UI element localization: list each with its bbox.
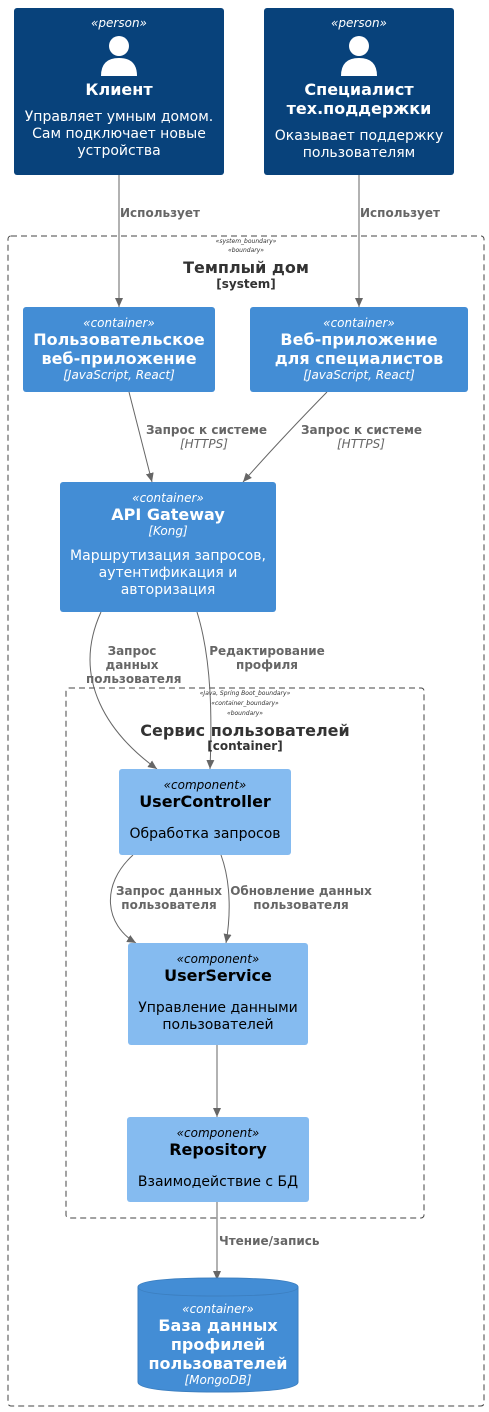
edge-label-specapp-request: Запрос к системе: [301, 423, 423, 437]
system-boundary-tag-2: «boundary»: [228, 247, 264, 254]
edge-label-gateway-edit: Редактирование профиля: [209, 644, 325, 672]
person-support[interactable]: «person» Специалист тех.поддержки Оказыв…: [264, 8, 454, 175]
component-repository-name: Repository: [169, 1140, 267, 1159]
component-user-controller-name: UserController: [139, 792, 271, 811]
component-repository-description: Взаимодействие с БД: [137, 1174, 299, 1190]
container-specialist-webapp[interactable]: «container» Веб-приложение для специалис…: [250, 307, 468, 392]
component-user-controller-stereotype: «component»: [163, 778, 247, 792]
edge-label-read-write: Чтение/запись: [219, 1234, 320, 1248]
container-api-gateway-description: Маршрутизация запросов, аутентификация и…: [70, 548, 266, 598]
container-user-webapp[interactable]: «container» Пользовательское веб-приложе…: [23, 307, 215, 392]
container-boundary-tag: «Java, Spring Boot_boundary»: [199, 690, 291, 697]
edge-gateway-controller-1: [89, 611, 158, 770]
edge-label-support-uses: Использует: [360, 206, 440, 220]
person-icon: [341, 36, 377, 76]
database-cylinder: [137, 1277, 299, 1393]
container-boundary-tag-2: «container_boundary»: [211, 700, 279, 707]
container-api-gateway-tech: [Kong]: [148, 524, 188, 538]
person-client[interactable]: «person» Клиент Управляет умным домом. С…: [14, 8, 224, 175]
container-api-gateway[interactable]: «container» API Gateway [Kong] Маршрутиз…: [60, 482, 276, 612]
database-stereotype: «container»: [182, 1302, 254, 1316]
system-boundary-kind: [system]: [216, 277, 276, 291]
edge-label-controller-update: Обновление данных пользователя: [230, 884, 372, 912]
person-client-stereotype: «person»: [91, 16, 147, 30]
edge-label-webapp-tech: [HTTPS]: [180, 437, 228, 451]
person-support-name: Специалист тех.поддержки: [286, 80, 432, 118]
system-boundary-tag: «system_boundary»: [215, 238, 277, 245]
person-icon: [101, 36, 137, 76]
database-name: База данных профилей пользователей: [148, 1316, 288, 1373]
component-user-service-name: UserService: [164, 966, 272, 985]
container-api-gateway-name: API Gateway: [111, 505, 225, 524]
component-user-service-description: Управление данными пользователей: [138, 1000, 298, 1033]
database-user-profiles[interactable]: «container» База данных профилей пользов…: [138, 1300, 298, 1392]
person-client-description: Управляет умным домом. Сам подключает но…: [24, 109, 214, 159]
edge-controller-service-1: [109, 854, 137, 944]
container-specialist-webapp-stereotype: «container»: [323, 316, 395, 330]
component-user-service-stereotype: «component»: [176, 952, 260, 966]
system-boundary-title: Темплый дом: [183, 258, 309, 277]
component-user-service[interactable]: «component» UserService Управление данны…: [128, 943, 308, 1045]
edge-specapp-gateway: [242, 391, 328, 483]
person-client-name: Клиент: [85, 80, 153, 99]
component-user-controller[interactable]: «component» UserController Обработка зап…: [119, 769, 291, 855]
person-support-stereotype: «person»: [331, 16, 387, 30]
edge-label-specapp-tech: [HTTPS]: [337, 437, 385, 451]
container-user-webapp-name: Пользовательское веб-приложение: [33, 330, 205, 368]
database-tech: [MongoDB]: [184, 1373, 252, 1387]
container-user-webapp-tech: [JavaScript, React]: [63, 368, 175, 382]
container-boundary-title: Сервис пользователей: [140, 721, 350, 740]
container-user-webapp-stereotype: «container»: [83, 316, 155, 330]
edge-gateway-controller-2: [196, 611, 215, 770]
person-support-description: Оказывает поддержку пользователям: [274, 128, 444, 161]
component-repository-stereotype: «component»: [176, 1126, 260, 1140]
system-boundary-frame: [7, 235, 485, 1407]
edge-label-gateway-request: Запрос данных пользователя: [86, 644, 182, 686]
container-boundary-frame: [65, 687, 425, 1219]
container-boundary-kind: [container]: [207, 739, 283, 753]
edge-label-webapp-request: Запрос к системе: [146, 423, 268, 437]
container-boundary-tag-3: «boundary»: [227, 710, 263, 717]
container-api-gateway-stereotype: «container»: [132, 491, 204, 505]
container-specialist-webapp-name: Веб-приложение для специалистов: [274, 330, 444, 368]
database-cylinder-rim: [137, 1286, 299, 1297]
edge-webapp-gateway: [128, 391, 154, 483]
edge-label-controller-request: Запрос данных пользователя: [115, 884, 222, 912]
edge-label-client-uses: Использует: [120, 206, 200, 220]
container-specialist-webapp-tech: [JavaScript, React]: [303, 368, 415, 382]
component-repository[interactable]: «component» Repository Взаимодействие с …: [127, 1117, 309, 1202]
component-user-controller-description: Обработка запросов: [129, 826, 281, 842]
edge-controller-service-2: [220, 854, 232, 944]
